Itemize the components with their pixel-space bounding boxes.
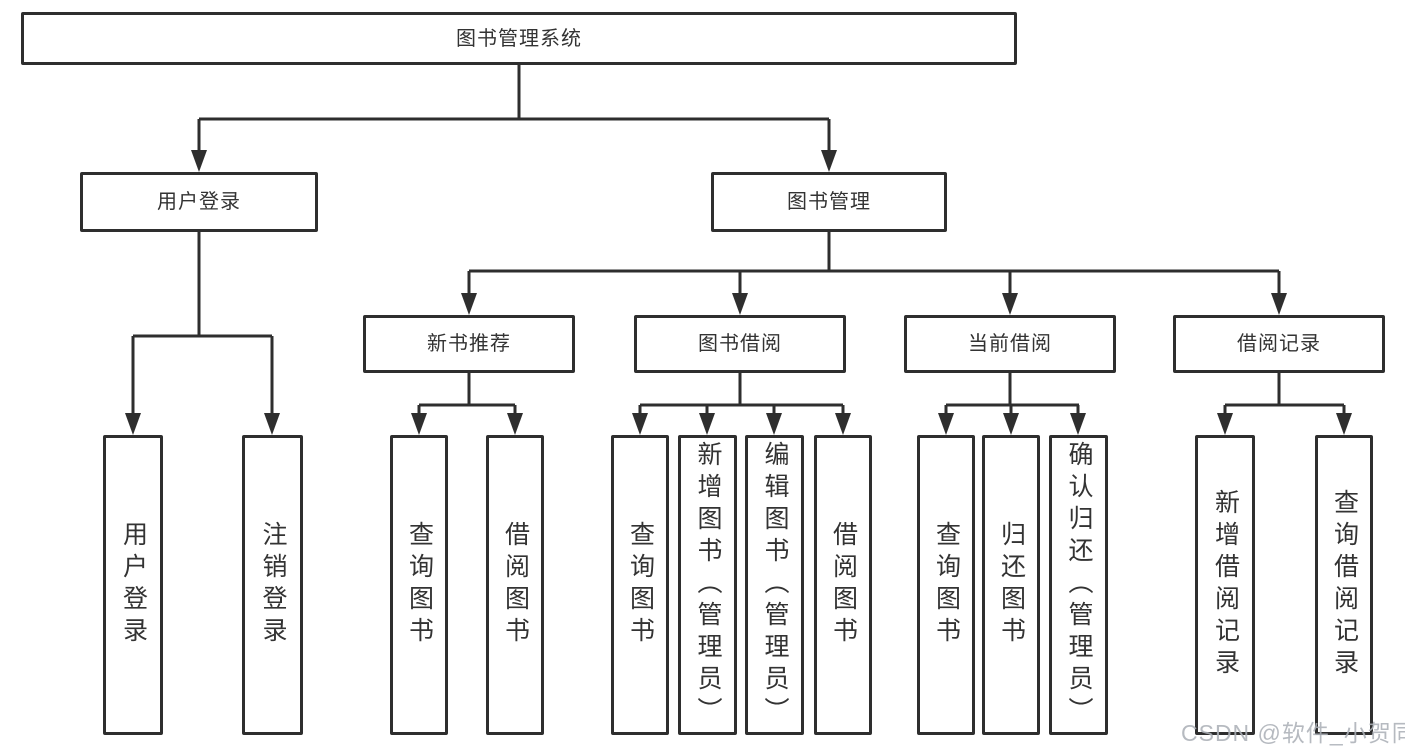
arrow-down-icon — [1271, 293, 1287, 315]
node-new-book-recommend: 新书推荐 — [363, 315, 575, 373]
arrow-down-icon — [766, 413, 782, 435]
leaf-edit-books-admin-label: 编辑图书（管理员） — [761, 441, 789, 729]
node-borrow-records-label: 借阅记录 — [1237, 333, 1321, 355]
arrow-down-icon — [1003, 413, 1019, 435]
arrow-down-icon — [1002, 293, 1018, 315]
node-book-management-label: 图书管理 — [787, 191, 871, 213]
arrow-down-icon — [1217, 413, 1233, 435]
leaf-recommend-query-books: 查询图书 — [390, 435, 448, 735]
leaf-current-query-books: 查询图书 — [917, 435, 975, 735]
arrow-down-icon — [507, 413, 523, 435]
leaf-current-query-books-label: 查询图书 — [932, 521, 961, 649]
leaf-edit-books-admin: 编辑图书（管理员） — [745, 435, 804, 735]
node-book-borrow: 图书借阅 — [634, 315, 846, 373]
leaf-add-borrow-record-label: 新增借阅记录 — [1211, 489, 1240, 681]
connector-borrow-records-to-children — [1217, 373, 1352, 435]
leaf-confirm-return-admin-label: 确认归还（管理员） — [1065, 441, 1093, 729]
connector-book-borrow-to-children — [632, 373, 851, 435]
leaf-logout-label: 注销登录 — [259, 521, 287, 649]
leaf-confirm-return-admin: 确认归还（管理员） — [1049, 435, 1108, 735]
connector-new-book-recommend-to-children — [411, 373, 523, 435]
node-current-borrow: 当前借阅 — [904, 315, 1116, 373]
node-root: 图书管理系统 — [21, 12, 1017, 65]
node-book-management: 图书管理 — [711, 172, 947, 232]
leaf-return-books: 归还图书 — [982, 435, 1040, 735]
leaf-query-borrow-record: 查询借阅记录 — [1315, 435, 1373, 735]
leaf-recommend-borrow-books-label: 借阅图书 — [501, 521, 530, 649]
node-current-borrow-label: 当前借阅 — [968, 333, 1052, 355]
arrow-down-icon — [938, 413, 954, 435]
node-borrow-records: 借阅记录 — [1173, 315, 1385, 373]
arrow-down-icon — [821, 150, 837, 172]
leaf-add-books-admin: 新增图书（管理员） — [678, 435, 737, 735]
arrow-down-icon — [632, 413, 648, 435]
connector-book-management-to-children — [461, 232, 1287, 315]
arrow-down-icon — [411, 413, 427, 435]
leaf-recommend-query-books-label: 查询图书 — [405, 521, 434, 649]
node-book-borrow-label: 图书借阅 — [698, 333, 782, 355]
leaf-recommend-borrow-books: 借阅图书 — [486, 435, 544, 735]
arrow-down-icon — [699, 413, 715, 435]
node-new-book-recommend-label: 新书推荐 — [427, 333, 511, 355]
leaf-borrow-books-label: 借阅图书 — [829, 521, 858, 649]
node-user-login: 用户登录 — [80, 172, 318, 232]
leaf-borrow-query-books: 查询图书 — [611, 435, 669, 735]
connector-user-login-to-children — [125, 232, 280, 435]
arrow-down-icon — [1336, 413, 1352, 435]
leaf-borrow-query-books-label: 查询图书 — [626, 521, 655, 649]
leaf-add-books-admin-label: 新增图书（管理员） — [694, 441, 722, 729]
watermark-text: CSDN @软件_小贺同学 — [1181, 720, 1405, 746]
arrow-down-icon — [732, 293, 748, 315]
node-user-login-label: 用户登录 — [157, 191, 241, 213]
arrow-down-icon — [461, 293, 477, 315]
connector-current-borrow-to-children — [938, 373, 1086, 435]
arrow-down-icon — [191, 150, 207, 172]
leaf-borrow-books: 借阅图书 — [814, 435, 872, 735]
leaf-user-login-label: 用户登录 — [119, 521, 148, 649]
leaf-return-books-label: 归还图书 — [997, 521, 1026, 649]
leaf-user-login: 用户登录 — [103, 435, 163, 735]
leaf-logout: 注销登录 — [242, 435, 303, 735]
connector-root-to-children — [191, 65, 837, 172]
leaf-query-borrow-record-label: 查询借阅记录 — [1330, 489, 1359, 681]
arrow-down-icon — [1070, 413, 1086, 435]
arrow-down-icon — [835, 413, 851, 435]
leaf-add-borrow-record: 新增借阅记录 — [1195, 435, 1255, 735]
node-root-label: 图书管理系统 — [456, 27, 582, 50]
arrow-down-icon — [264, 413, 280, 435]
arrow-down-icon — [125, 413, 141, 435]
